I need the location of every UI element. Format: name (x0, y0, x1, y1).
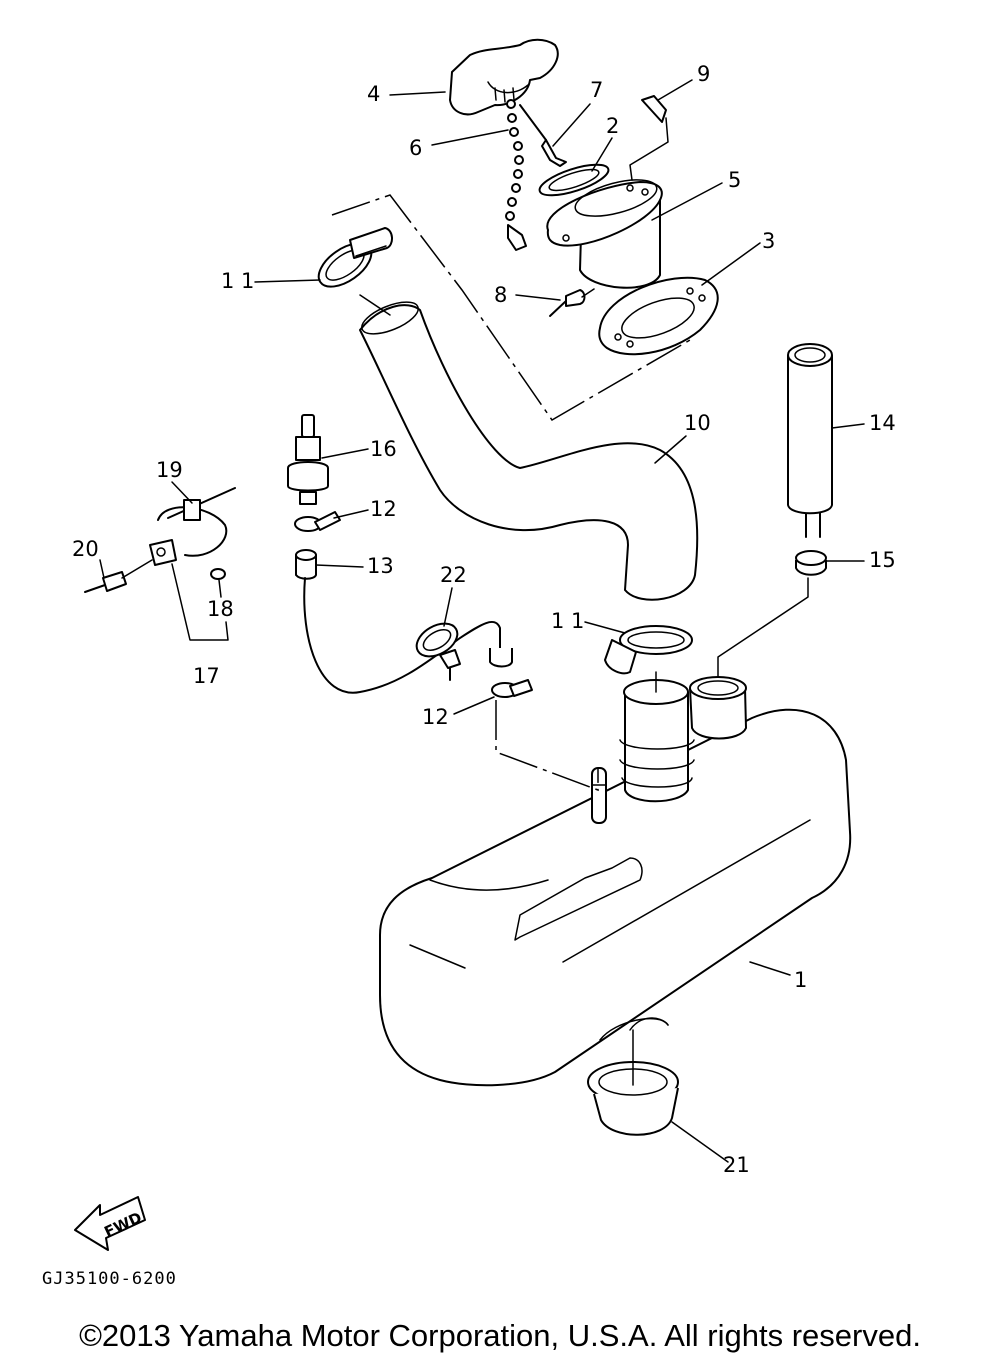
hose-clamp-upper (317, 227, 393, 288)
callout-6: 6 (409, 136, 422, 160)
hose-clip-lower (491, 679, 533, 698)
bracket-washer (210, 568, 226, 580)
drawing-code: GJ35100-6200 (42, 1269, 177, 1289)
callout-4: 4 (367, 82, 380, 106)
wire-clamp (415, 622, 461, 681)
callout-15: 15 (869, 548, 896, 572)
callout-13: 13 (367, 554, 394, 578)
grommet (795, 550, 827, 576)
mounting-screw (629, 95, 669, 181)
callout-numbers: 4 6 7 2 9 5 3 8 1 1 10 14 16 12 19 20 13… (72, 62, 896, 1177)
callout-16: 16 (370, 437, 397, 461)
fuel-filter (287, 414, 329, 505)
callout-20: 20 (72, 537, 99, 561)
tank-filler-neck (619, 671, 695, 803)
tank-vent-fitting (591, 767, 607, 824)
fuel-hose (295, 549, 513, 694)
callout-10: 10 (684, 411, 711, 435)
filter-bracket-band (157, 487, 236, 557)
forward-arrow-icon: FWD (74, 1196, 146, 1251)
drain-cap (587, 1029, 679, 1136)
callout-3: 3 (762, 229, 775, 253)
flange-screw (549, 288, 595, 317)
cap-chain (505, 99, 527, 251)
callout-14: 14 (869, 411, 896, 435)
callout-18: 18 (207, 597, 234, 621)
cap-gasket (538, 163, 610, 197)
hose-clamp-lower (604, 625, 693, 675)
callout-5: 5 (728, 168, 741, 192)
hose-clip-upper (294, 511, 341, 532)
callout-2: 2 (606, 114, 619, 138)
bracket-bolt (84, 571, 127, 593)
tank-breather-neck (689, 577, 809, 740)
callout-12-upper: 12 (370, 497, 397, 521)
filter-pipe (787, 343, 833, 538)
callout-19: 19 (156, 458, 183, 482)
callout-11-lower: 1 1 (551, 609, 584, 633)
filler-hose (359, 301, 699, 601)
callout-9: 9 (697, 62, 710, 86)
callout-21: 21 (723, 1153, 750, 1177)
filter-bracket (149, 539, 177, 566)
leader-lines (99, 79, 865, 1163)
callout-1: 1 (794, 968, 807, 992)
callout-22: 22 (440, 563, 467, 587)
flange-gasket (598, 276, 719, 356)
callout-8: 8 (494, 283, 507, 307)
callout-11-upper: 1 1 (221, 269, 254, 293)
callout-12-lower: 12 (422, 705, 449, 729)
copyright-notice: ©2013 Yamaha Motor Corporation, U.S.A. A… (79, 1318, 921, 1353)
fuel-tank (379, 708, 852, 1087)
filler-cap (449, 38, 559, 116)
callout-7: 7 (590, 78, 603, 102)
callout-17: 17 (193, 664, 220, 688)
chain-screw (519, 104, 567, 167)
filler-neck (546, 179, 663, 289)
